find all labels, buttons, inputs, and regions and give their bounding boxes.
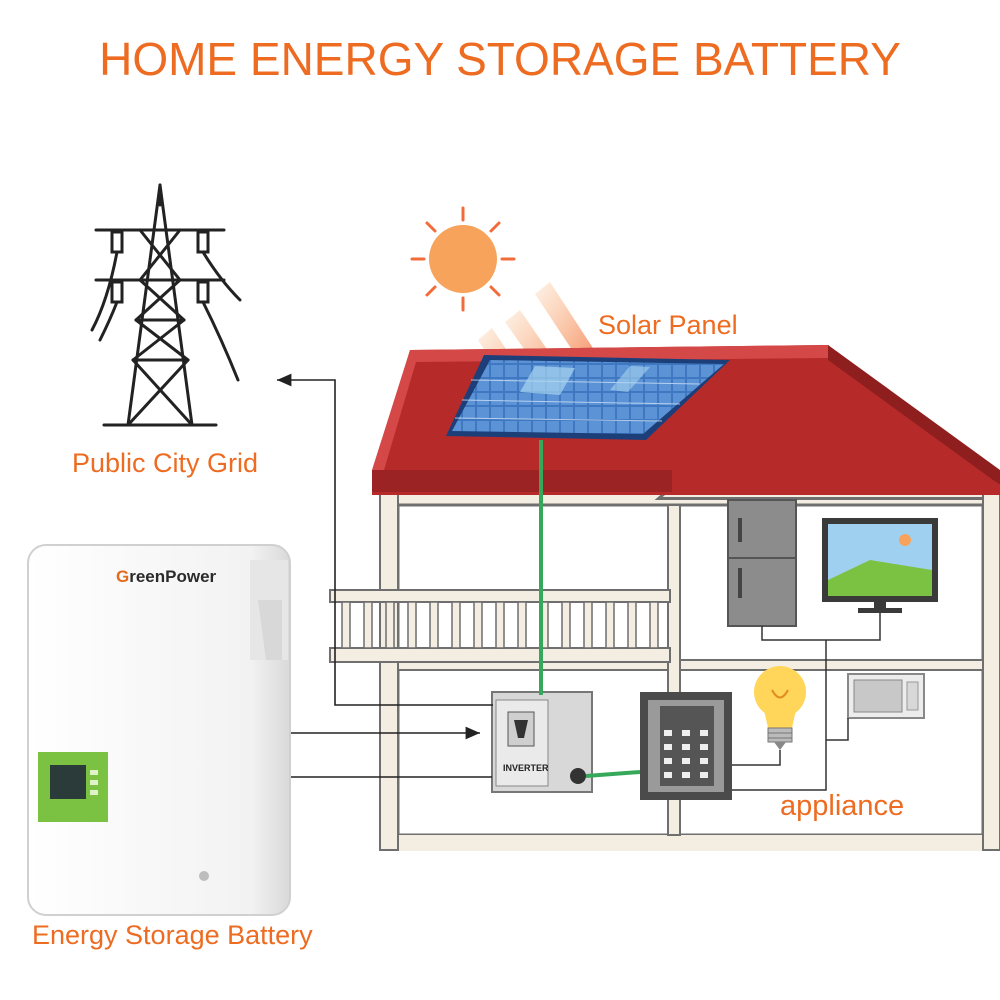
light-bulb-icon: [754, 666, 806, 750]
solar-panel-label: Solar Panel: [598, 310, 738, 340]
grid-feed-arrow: [277, 373, 493, 706]
power-tower-icon: [90, 183, 242, 427]
tv-icon: [822, 518, 938, 613]
breaker-panel-icon: [640, 692, 732, 800]
appliance-wiring: [732, 613, 881, 791]
brand-name: reenPower: [129, 567, 217, 586]
battery-brand: GreenPower: [116, 567, 216, 587]
solar-panel-icon: [446, 355, 730, 440]
roof: [372, 345, 1000, 495]
refrigerator-icon: [727, 499, 797, 627]
public-grid-label: Public City Grid: [72, 448, 259, 478]
inverter-icon: [491, 691, 593, 793]
inverter-to-panel-wire: [585, 770, 641, 778]
balcony-railing: [329, 589, 671, 663]
page-title: HOME ENERGY STORAGE BATTERY: [99, 33, 901, 85]
microwave-icon: [847, 673, 925, 719]
battery-label: Energy Storage Battery: [32, 920, 313, 950]
inverter-label: INVERTER: [503, 763, 549, 773]
appliance-label: appliance: [780, 790, 905, 822]
brand-initial: G: [116, 567, 130, 586]
battery-icon: [27, 544, 291, 916]
sun-icon: [410, 206, 516, 312]
